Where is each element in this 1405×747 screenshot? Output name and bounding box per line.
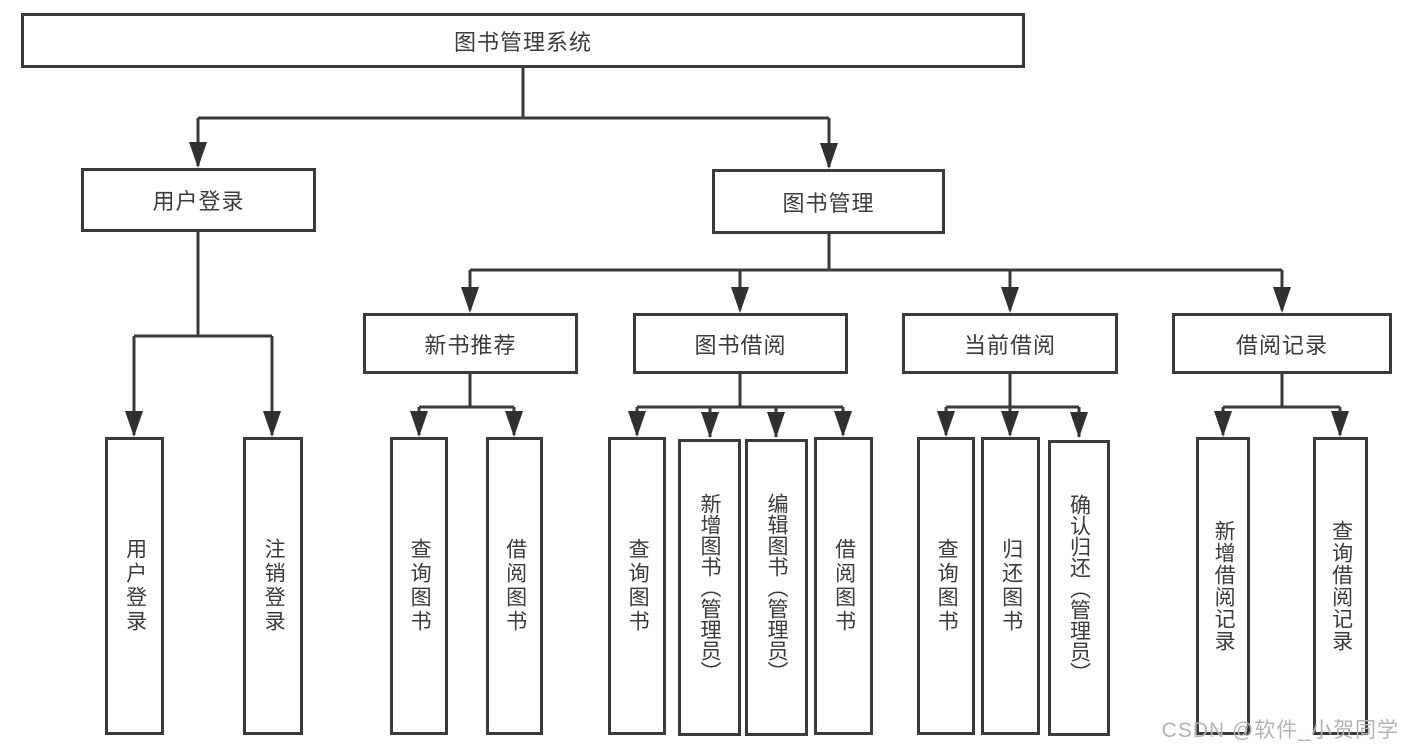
node-leaf-query-borrow-record-label: 查询借阅记录 [1329, 520, 1353, 652]
node-borrow-records: 借阅记录 [1172, 313, 1392, 374]
node-root-label: 图书管理系统 [453, 29, 592, 55]
node-leaf-confirm-return-admin: 确认归还（管理员） [1048, 440, 1110, 736]
node-leaf-query-books-borrow: 查询图书 [608, 437, 666, 735]
node-leaf-borrow-books-recommend: 借阅图书 [486, 437, 543, 735]
node-user-login-label: 用户登录 [152, 189, 245, 214]
node-leaf-confirm-return-admin-label: 确认归还（管理员） [1067, 493, 1091, 683]
node-leaf-user-login: 用户登录 [105, 437, 164, 735]
node-leaf-add-borrow-record: 新增借阅记录 [1196, 437, 1250, 735]
node-book-management: 图书管理 [712, 169, 945, 234]
node-book-borrow-label: 图书借阅 [694, 332, 787, 358]
node-leaf-logout: 注销登录 [243, 437, 303, 735]
node-book-management-label: 图书管理 [782, 190, 875, 216]
node-leaf-query-books-current: 查询图书 [917, 437, 975, 735]
node-leaf-query-books-current-label: 查询图书 [935, 538, 959, 634]
node-leaf-return-books: 归还图书 [981, 437, 1040, 735]
arrowheads [125, 142, 1349, 438]
node-leaf-borrow-books-label: 借阅图书 [832, 538, 856, 634]
node-user-login: 用户登录 [81, 168, 316, 232]
node-leaf-borrow-books: 借阅图书 [814, 437, 873, 735]
csdn-watermark: CSDN @软件_小贺同学 [1161, 719, 1399, 742]
node-leaf-query-books-recommend-label: 查询图书 [408, 538, 432, 634]
node-leaf-borrow-books-recommend-label: 借阅图书 [503, 538, 527, 634]
node-leaf-add-books-admin-label: 新增图书（管理员） [698, 493, 721, 682]
node-current-borrow-label: 当前借阅 [963, 332, 1056, 358]
node-leaf-add-borrow-record-label: 新增借阅记录 [1212, 520, 1236, 652]
node-leaf-edit-books-admin: 编辑图书（管理员） [745, 439, 808, 736]
node-new-book-recommend: 新书推荐 [363, 313, 578, 374]
node-leaf-return-books-label: 归还图书 [999, 538, 1023, 634]
node-root: 图书管理系统 [21, 13, 1025, 68]
node-book-borrow: 图书借阅 [633, 313, 848, 374]
node-leaf-query-books-recommend: 查询图书 [390, 437, 448, 735]
node-leaf-logout-label: 注销登录 [262, 538, 286, 634]
node-leaf-query-books-borrow-label: 查询图书 [626, 538, 650, 634]
node-leaf-edit-books-admin-label: 编辑图书（管理员） [765, 493, 788, 682]
node-new-book-recommend-label: 新书推荐 [424, 332, 517, 358]
node-current-borrow: 当前借阅 [902, 313, 1118, 374]
node-leaf-add-books-admin: 新增图书（管理员） [678, 439, 741, 736]
node-borrow-records-label: 借阅记录 [1235, 332, 1328, 358]
node-leaf-query-borrow-record: 查询借阅记录 [1313, 437, 1368, 735]
node-leaf-user-login-label: 用户登录 [123, 538, 147, 634]
